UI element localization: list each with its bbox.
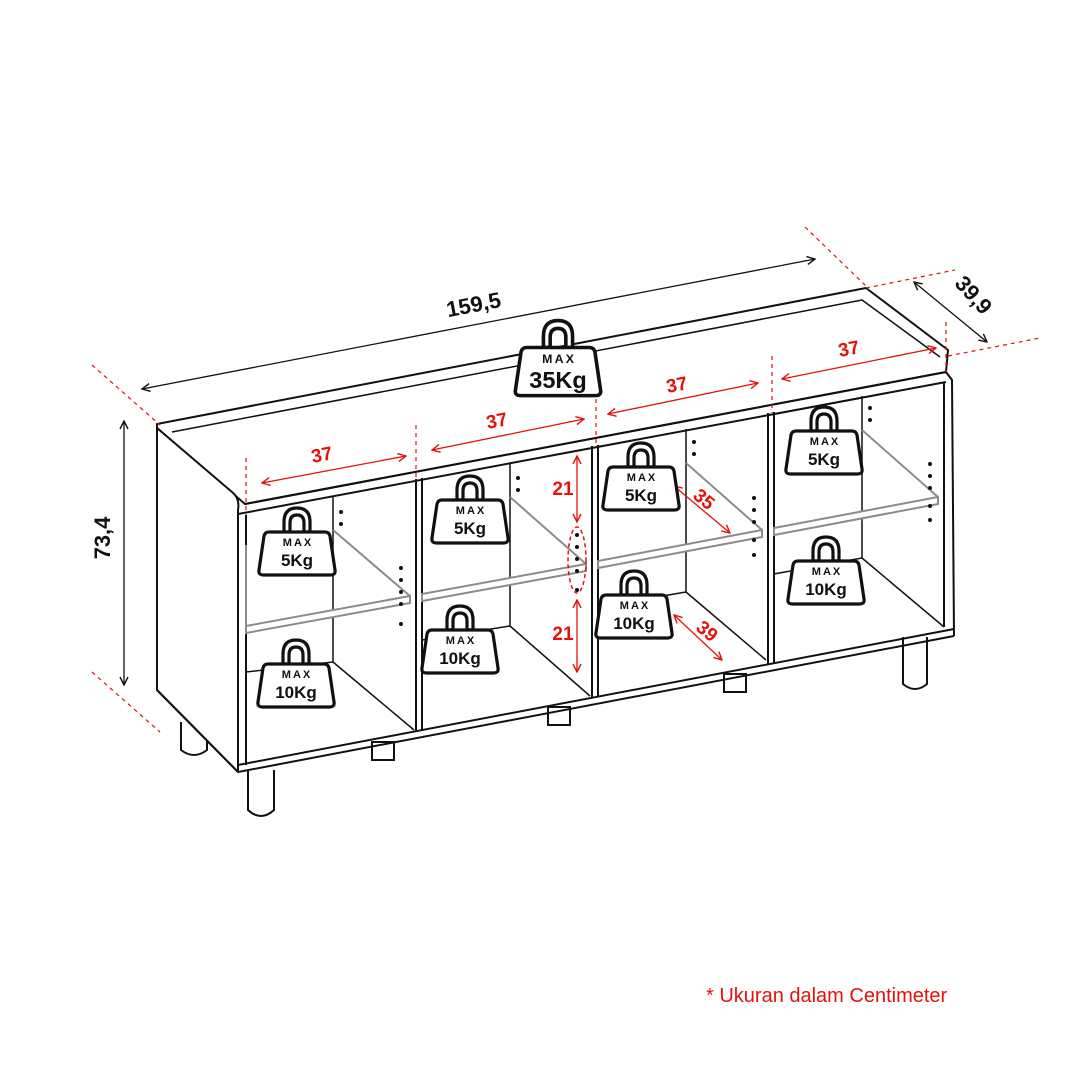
shelf-pin-holes xyxy=(339,406,932,626)
weight-load-value: 10Kg xyxy=(805,580,847,599)
compartment-4-width: 37 xyxy=(837,337,862,362)
width-label: 159,5 xyxy=(444,287,503,322)
weight-max-label: MAX xyxy=(282,669,312,681)
compartment-2-width: 37 xyxy=(485,409,510,434)
weight-icon: MAX 5Kg xyxy=(784,405,864,476)
weight-max-label: MAX xyxy=(542,352,576,366)
weight-icon: MAX 10Kg xyxy=(420,604,500,675)
height-label: 73,4 xyxy=(90,516,115,560)
weight-load-value: 10Kg xyxy=(439,649,481,668)
weight-icon: MAX 5Kg xyxy=(257,506,337,577)
weight-icon: MAX 5Kg xyxy=(601,441,681,512)
weight-max-label: MAX xyxy=(456,505,486,517)
weight-max-label: MAX xyxy=(627,472,657,484)
weight-load-value: 35Kg xyxy=(529,367,587,393)
weight-max-label: MAX xyxy=(446,635,476,647)
compartment-3-width: 37 xyxy=(665,373,690,398)
weight-icon: MAX 10Kg xyxy=(786,535,866,606)
weight-icon: MAX 5Kg xyxy=(430,474,510,545)
units-note: * Ukuran dalam Centimeter xyxy=(706,985,948,1007)
weight-icons: MAX35KgMAX5KgMAX10KgMAX5KgMAX10KgMAX5KgM… xyxy=(256,318,866,709)
weight-load-value: 10Kg xyxy=(613,614,655,633)
shelf-depth: 35 xyxy=(689,485,719,515)
weight-icon: MAX 10Kg xyxy=(594,569,674,640)
shelf-gap-lower: 21 xyxy=(552,624,574,645)
weight-load-value: 5Kg xyxy=(281,551,313,570)
compartment-dimension-lines xyxy=(262,348,936,672)
weight-max-label: MAX xyxy=(810,436,840,448)
weight-max-label: MAX xyxy=(812,566,842,578)
weight-icon: MAX 10Kg xyxy=(256,638,336,709)
depth-label: 39,9 xyxy=(950,271,997,320)
weight-load-value: 5Kg xyxy=(625,486,657,505)
weight-max-label: MAX xyxy=(620,600,650,612)
weight-load-value: 5Kg xyxy=(454,519,486,538)
pin-highlight xyxy=(567,526,587,594)
overall-dimension-lines xyxy=(91,226,1041,733)
cabinet-shelves xyxy=(245,429,939,635)
cabinet-legs xyxy=(180,637,928,817)
shelf-gap-upper: 21 xyxy=(552,479,574,500)
compartment-1-width: 37 xyxy=(310,443,335,468)
bottom-depth: 39 xyxy=(692,617,722,647)
weight-load-value: 10Kg xyxy=(275,683,317,702)
weight-load-value: 5Kg xyxy=(808,450,840,469)
weight-max-label: MAX xyxy=(283,537,313,549)
